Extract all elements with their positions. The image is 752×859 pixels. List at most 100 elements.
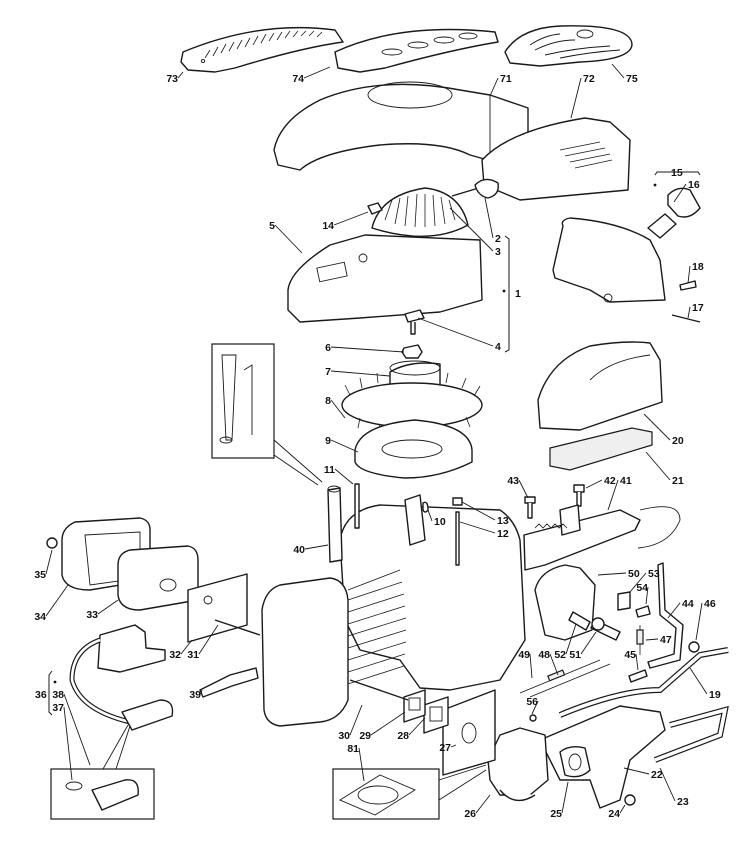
callout-7[interactable]: 7 [325, 366, 331, 378]
intake-gasket-25[interactable] [559, 745, 591, 778]
callout-28[interactable]: 28 [397, 730, 409, 742]
callout-75[interactable]: 75 [626, 73, 638, 85]
callout-35[interactable]: 35 [34, 569, 46, 581]
spark-plug-39[interactable] [199, 667, 259, 698]
callout-17[interactable]: 17 [692, 302, 704, 314]
callout-16[interactable]: 16 [688, 179, 700, 191]
screw-54[interactable] [635, 605, 651, 618]
ignition-coil-36[interactable] [69, 624, 174, 731]
callout-44[interactable]: 44 [682, 598, 694, 610]
callout-20[interactable]: 20 [672, 435, 684, 447]
callout-4[interactable]: 4 [495, 341, 501, 353]
top-cover-oval-75[interactable] [504, 25, 633, 67]
nut-46[interactable] [688, 641, 700, 653]
callout-15[interactable]: 15 [671, 167, 683, 179]
muffler-33[interactable] [117, 545, 199, 611]
callout-31[interactable]: 31 [187, 649, 199, 661]
callout-21[interactable]: 21 [672, 475, 684, 487]
flywheel-nut-6[interactable] [401, 344, 423, 359]
callout-25[interactable]: 25 [550, 808, 562, 820]
callout-51[interactable]: 51 [569, 649, 581, 661]
callout-40[interactable]: 40 [293, 544, 305, 556]
brake-bracket-41[interactable] [523, 504, 681, 571]
top-cover-ribbed-73[interactable] [180, 26, 344, 73]
top-cover-slotted-74[interactable] [334, 28, 499, 73]
callout-8[interactable]: 8 [325, 395, 331, 407]
callout-6[interactable]: 6 [325, 342, 331, 354]
callout-12[interactable]: 12 [497, 528, 509, 540]
flywheel-9[interactable] [354, 419, 473, 479]
callout-32[interactable]: 32 [169, 649, 181, 661]
pin-17[interactable] [671, 314, 701, 323]
callout-49[interactable]: 49 [518, 649, 530, 661]
callout-81[interactable]: 81 [347, 743, 359, 755]
recoil-starter-housing-5[interactable] [287, 234, 483, 323]
callout-54[interactable]: 54 [636, 582, 648, 594]
callout-74[interactable]: 74 [292, 73, 304, 85]
breather-tube-19[interactable] [558, 647, 729, 718]
spacer-plate-28[interactable] [423, 696, 449, 734]
callout-39[interactable]: 39 [189, 689, 201, 701]
callout-53[interactable]: 53 [648, 568, 660, 580]
stud-12[interactable] [455, 511, 460, 566]
callout-43[interactable]: 43 [507, 475, 519, 487]
bolt-13[interactable] [452, 497, 463, 506]
callout-19[interactable]: 19 [709, 689, 721, 701]
callout-29[interactable]: 29 [359, 730, 371, 742]
carburetor-26[interactable] [487, 727, 549, 802]
callout-27[interactable]: 27 [439, 742, 451, 754]
fan-8[interactable] [341, 372, 483, 438]
throttle-links-48-49[interactable] [519, 659, 611, 698]
callout-34[interactable]: 34 [34, 611, 46, 623]
callout-23[interactable]: 23 [677, 796, 689, 808]
callout-48[interactable]: 48 [538, 649, 550, 661]
dipstick-tube-40[interactable] [327, 485, 343, 563]
callout-36[interactable]: 36 [35, 689, 47, 701]
nut-14[interactable] [367, 202, 383, 215]
clamp-53[interactable] [617, 591, 631, 611]
callout-3[interactable]: 3 [495, 246, 501, 258]
fuel-cap-16[interactable] [667, 187, 701, 218]
callout-10[interactable]: 10 [434, 516, 446, 528]
air-filter-base-22[interactable] [539, 705, 666, 809]
callout-50[interactable]: 50 [628, 568, 640, 580]
callout-56[interactable]: 56 [526, 696, 538, 708]
callout-46[interactable]: 46 [704, 598, 716, 610]
bolt-51[interactable] [590, 617, 621, 641]
spacer-52[interactable] [568, 611, 591, 631]
callout-2[interactable]: 2 [495, 233, 501, 245]
callout-41[interactable]: 41 [620, 475, 632, 487]
callout-11[interactable]: 11 [324, 464, 335, 476]
callout-47[interactable]: 47 [660, 634, 672, 646]
callout-13[interactable]: 13 [497, 515, 509, 527]
callout-5[interactable]: 5 [269, 220, 275, 232]
exhaust-gasket-29[interactable] [403, 689, 426, 723]
callout-1[interactable]: 1 [515, 288, 521, 300]
stud-30[interactable] [349, 679, 409, 701]
carburetor-gasket-27[interactable] [442, 689, 496, 776]
nut-24[interactable] [624, 794, 636, 806]
callout-72[interactable]: 72 [583, 73, 595, 85]
fuel-hose-23[interactable] [653, 705, 729, 763]
air-filter-element-21[interactable] [549, 427, 653, 471]
key-10[interactable] [422, 501, 429, 513]
clip-56[interactable] [529, 714, 537, 722]
bolt-45[interactable] [628, 669, 648, 683]
nut-35[interactable] [46, 537, 58, 549]
starter-pawl-kit-4[interactable] [404, 309, 425, 335]
air-filter-cover-20[interactable] [537, 341, 663, 431]
spring-47[interactable] [636, 625, 644, 655]
callout-37[interactable]: 37 [52, 702, 64, 714]
muffler-gasket-32[interactable] [187, 573, 248, 643]
bolt-42[interactable] [573, 484, 585, 507]
stud-31[interactable] [214, 619, 261, 636]
callout-71[interactable]: 71 [500, 73, 512, 85]
callout-33[interactable]: 33 [86, 609, 98, 621]
side-cover-72[interactable] [481, 117, 631, 201]
callout-18[interactable]: 18 [692, 261, 704, 273]
callout-45[interactable]: 45 [624, 649, 636, 661]
callout-14[interactable]: 14 [322, 220, 334, 232]
callout-42[interactable]: 42 [604, 475, 616, 487]
callout-52[interactable]: 52 [554, 649, 566, 661]
callout-26[interactable]: 26 [464, 808, 476, 820]
